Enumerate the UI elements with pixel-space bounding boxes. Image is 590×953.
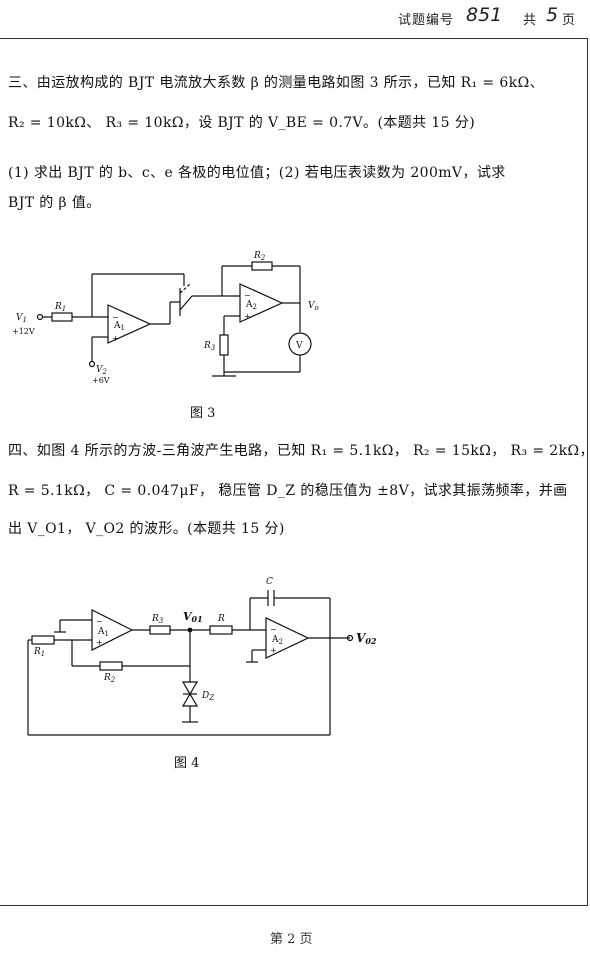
svg-text:V: V <box>295 341 303 351</box>
r1-resistor <box>51 312 73 322</box>
figure-4-circuit: A1 − + R1 R2 R3 V01 R C A2 − + V02 DZ <box>27 577 377 736</box>
svg-text:V2: V2 <box>96 365 108 376</box>
vo2-terminal <box>346 634 354 642</box>
total-pages-value: 5 <box>546 4 559 26</box>
svg-text:A1: A1 <box>97 627 109 638</box>
svg-text:+: + <box>96 638 103 647</box>
svg-text:R2: R2 <box>103 673 116 684</box>
svg-text:V1: V1 <box>16 313 27 324</box>
figure-3-circuit: V1 +12V R1 V2 +6V A1 − + R2 A2 − + Vo R3… <box>12 251 319 385</box>
svg-text:+: + <box>270 646 277 655</box>
figure-4-caption: 图 4 <box>174 756 200 771</box>
a2-opamp <box>265 617 310 659</box>
svg-text:V02: V02 <box>356 631 377 646</box>
svg-text:−: − <box>112 313 119 322</box>
r3-resistor <box>149 625 171 635</box>
question-frame <box>0 38 588 906</box>
svg-text:C: C <box>266 577 273 587</box>
zener-diode <box>181 681 199 696</box>
r3-resistor <box>219 334 229 356</box>
svg-text:+: + <box>244 312 251 321</box>
total-pages-label: 共 <box>523 13 538 28</box>
q3-line-2: R₂ = 10kΩ、 R₃ = 10kΩ，设 BJT 的 V_BE = 0.7V… <box>8 115 476 131</box>
svg-text:R: R <box>217 614 225 624</box>
q3-line-1: 三、由运放构成的 BJT 电流放大系数 β 的测量电路如图 3 所示，已知 R₁… <box>8 75 544 91</box>
svg-text:+6V: +6V <box>92 376 110 385</box>
q3-line-3: (1) 求出 BJT 的 b、c、e 各极的电位值；(2) 若电压表读数为 20… <box>8 165 506 181</box>
q4-line-1: 四、如图 4 所示的方波-三角波产生电路，已知 R₁ = 5.1kΩ， R₂ =… <box>8 443 590 459</box>
svg-text:A2: A2 <box>271 635 283 646</box>
q4-line-3: 出 V_O1， V_O2 的波形。(本题共 15 分) <box>8 521 285 537</box>
svg-text:R3: R3 <box>151 614 164 625</box>
exam-code-label: 试题编号 <box>398 13 455 28</box>
q4-line-2: R = 5.1kΩ， C = 0.047μF， 稳压管 D_Z 的稳压值为 ±8… <box>8 483 568 499</box>
svg-text:+: + <box>112 334 119 343</box>
svg-text:R1: R1 <box>54 302 66 313</box>
svg-text:Vo: Vo <box>308 301 319 312</box>
svg-text:−: − <box>270 625 277 634</box>
q3-line-4: BJT 的 β 值。 <box>8 195 101 211</box>
svg-text:−: − <box>244 291 251 300</box>
svg-text:R3: R3 <box>203 341 216 352</box>
figure-3-caption: 图 3 <box>190 406 216 421</box>
svg-text:A1: A1 <box>113 321 125 332</box>
a2-opamp <box>239 283 284 323</box>
svg-text:A2: A2 <box>245 300 257 311</box>
svg-text:R2: R2 <box>253 251 266 262</box>
r2-resistor <box>251 261 273 271</box>
page-number: 第 2 页 <box>270 932 313 947</box>
a1-opamp <box>107 304 152 344</box>
svg-text:V01: V01 <box>183 610 203 624</box>
svg-text:R1: R1 <box>33 647 45 658</box>
svg-text:+12V: +12V <box>12 327 35 336</box>
r1-resistor <box>31 635 55 645</box>
exam-code-value: 851 <box>466 4 503 26</box>
v2-terminal <box>88 360 96 368</box>
r-resistor <box>209 625 233 635</box>
pages-unit-label: 页 <box>562 13 577 28</box>
svg-text:DZ: DZ <box>201 691 214 702</box>
a1-opamp <box>91 609 134 651</box>
v1-terminal <box>36 313 44 321</box>
r2-resistor <box>99 661 123 671</box>
svg-text:−: − <box>96 617 103 626</box>
